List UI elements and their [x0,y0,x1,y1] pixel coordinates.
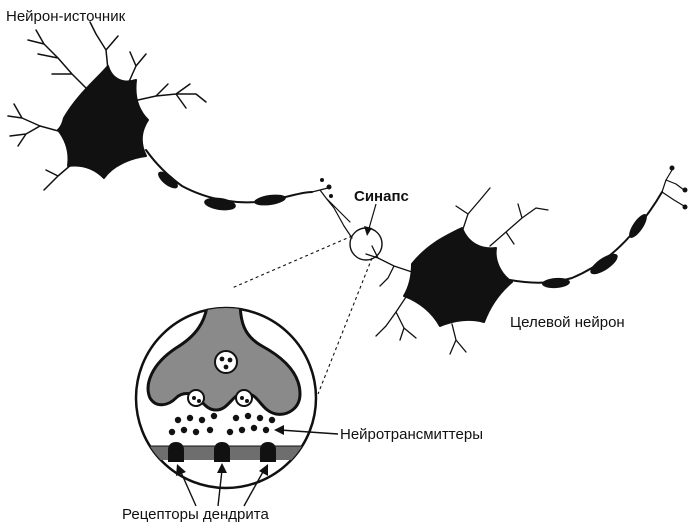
myelin-segment [587,250,620,278]
target-soma [404,228,512,326]
neurotransmitter [199,417,205,423]
label-target-neuron: Целевой нейрон [510,314,625,331]
source-myelin [155,169,286,212]
terminal-button [683,188,688,193]
myelin-segment [203,196,236,212]
label-source-neuron: Нейрон-источник [6,8,125,25]
neurotransmitter [257,415,263,421]
target-dendrite-4 [376,294,416,340]
source-neuron [8,22,352,238]
target-dendrite-1 [456,188,490,232]
neurotransmitter [207,427,213,433]
neurotransmitter [169,429,175,435]
synapse-arrowhead [364,226,372,236]
vesicle-particle [197,399,201,403]
myelin-segment [155,169,180,192]
target-axon-terminals [662,170,684,206]
receptor [260,442,276,462]
neurotransmitter [181,427,187,433]
vesicle-particle [220,357,225,362]
source-soma [58,66,148,178]
label-synapse: Синапс [354,188,409,205]
neurotransmitter [251,425,257,431]
neurotransmitter [187,415,193,421]
terminal-button [670,166,675,171]
source-dendrite-5 [138,84,206,108]
source-dendrite-4 [44,164,72,190]
neurotransmitter [193,429,199,435]
synapse-marker [350,204,382,260]
target-myelin [542,212,650,289]
neurotransmitter [245,413,251,419]
target-dendrite-5 [450,324,466,354]
terminal-button [320,178,324,182]
neurotransmitter [211,413,217,419]
myelin-segment [253,193,286,207]
zoom-guide-line [318,258,372,394]
target-dendrite-2 [490,204,548,246]
neurotransmitter [263,427,269,433]
terminal-button [329,194,333,198]
neurotransmitter [233,415,239,421]
neurotransmitter [269,417,275,423]
source-dendrite-6 [128,52,146,84]
neurotransmitter [175,417,181,423]
source-dendrite-3 [8,104,62,146]
myelin-segment [626,212,650,241]
label-dendrite-receptors: Рецепторы дендрита [122,506,269,523]
target-dendrite-3 [366,246,412,286]
neurotransmitter [239,427,245,433]
terminal-button [327,185,332,190]
target-axon [510,192,662,283]
synaptic-vesicle [215,351,237,373]
vesicle-particle [228,358,233,363]
receptor [214,442,230,462]
label-neurotransmitters: Нейротрансмиттеры [340,426,483,443]
receptor [168,442,184,462]
magnified-synapse [130,300,330,488]
neurotransmitter [227,429,233,435]
vesicle-particle [224,365,229,370]
zoom-guide-line [232,236,352,288]
vesicle-particle [192,396,196,400]
vesicle-particle [245,399,249,403]
source-dendrite-1 [28,30,90,92]
source-dendrite-2 [90,22,118,70]
terminal-button [683,205,688,210]
vesicle-particle [240,396,244,400]
